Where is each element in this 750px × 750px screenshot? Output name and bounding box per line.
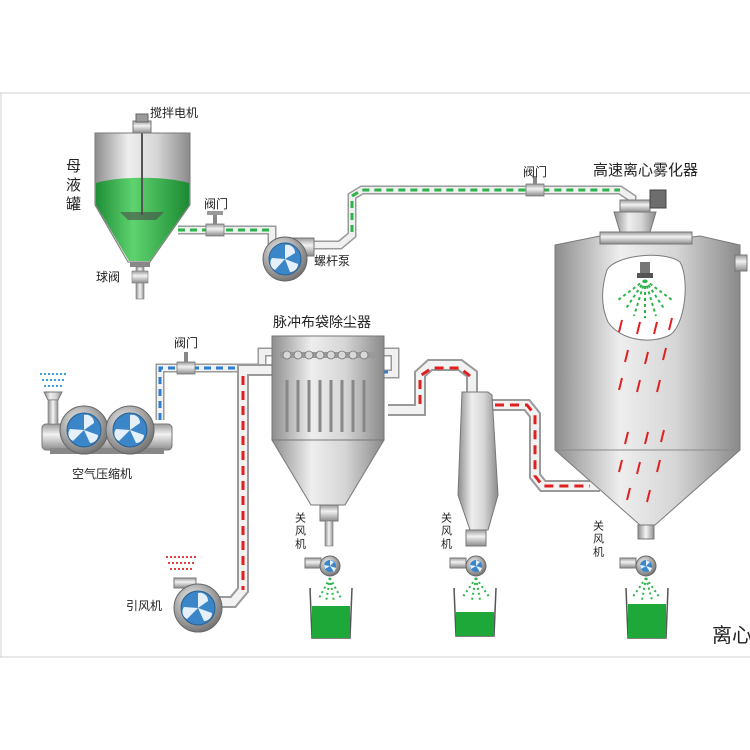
mother-tank-label: 母液罐: [64, 158, 82, 215]
airlock-1-label: 关风机: [294, 511, 307, 551]
compressor-fan-icon-2: [114, 414, 144, 443]
airlock-3-label: 关风机: [592, 519, 605, 559]
ball-valve-icon: [131, 270, 149, 284]
ball-valve-label: 球阀: [96, 270, 120, 284]
atomizer-spray-icon: [617, 279, 673, 318]
feed-valve-label: 阀门: [204, 196, 228, 211]
airlock-3: [619, 555, 657, 577]
compressor-fan-icon-1: [68, 414, 98, 443]
stir-motor-label: 搅拌电机: [150, 105, 198, 120]
induced-draft-fan: [166, 556, 223, 633]
airlock-rotor-icon-2: [470, 560, 482, 572]
collection-bin-2: [453, 577, 497, 637]
cyclone-separator: [457, 391, 499, 547]
airlock-rotor-icon-1: [324, 560, 336, 572]
atomizer-valve-label: 阀门: [523, 164, 547, 179]
hot-air-streaks: [618, 317, 673, 503]
air-valve-icon: [176, 352, 196, 375]
fan-impeller-icon: [182, 592, 212, 621]
drying-tower: [554, 189, 748, 540]
pump-impeller-icon: [270, 244, 298, 272]
exhaust-air-pipe: [212, 359, 600, 608]
feed-valve-icon: [205, 211, 225, 237]
collection-bin-1: [309, 577, 353, 639]
screw-pump: [262, 236, 315, 282]
exhaust-outlet-icon: [166, 556, 198, 570]
screw-pump-label: 螺杆泵: [314, 254, 350, 268]
atomizer-motor-icon: [649, 189, 667, 209]
air-valve-label: 阀门: [174, 335, 198, 350]
liquid-feed-pipe: [178, 185, 637, 250]
diagram-title-partial: 离心: [712, 623, 750, 647]
airlock-1: [304, 555, 341, 577]
air-compressor-label: 空气压缩机: [72, 466, 132, 481]
filter-bags: [285, 380, 366, 432]
airlock-2-label: 关风机: [440, 511, 453, 551]
mother-liquor-tank: [94, 113, 191, 300]
bag-filter-label: 脉冲布袋除尘器: [273, 315, 371, 331]
induced-fan-label: 引风机: [126, 599, 162, 613]
atomizer-feed-valve-icon: [525, 176, 545, 197]
air-compressor: [40, 373, 173, 455]
atomizer-label: 高速离心雾化器: [593, 161, 698, 179]
airlock-2: [449, 555, 487, 577]
airlock-rotor-icon-3: [640, 560, 652, 572]
collection-bin-3: [625, 577, 669, 639]
air-intake-icon: [40, 373, 68, 387]
pulse-bag-filter: [271, 335, 385, 547]
